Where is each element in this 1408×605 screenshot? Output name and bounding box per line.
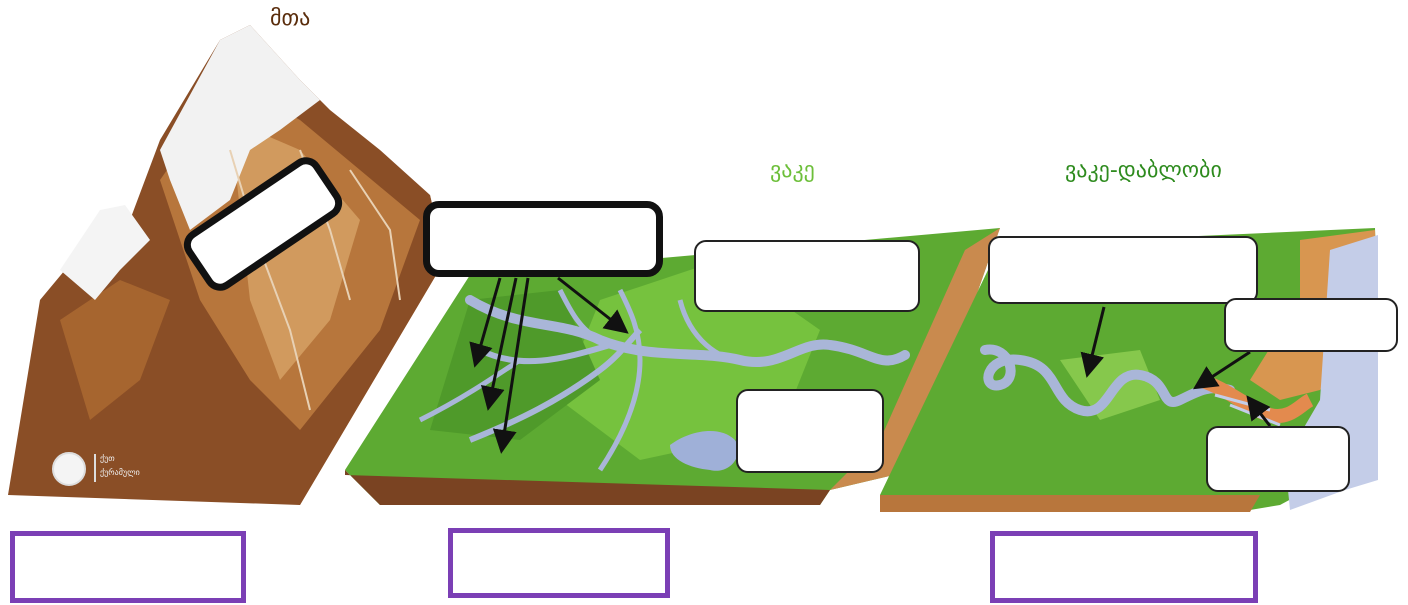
- label-box-lake[interactable]: [736, 389, 884, 473]
- label-box-meander[interactable]: [988, 236, 1258, 304]
- lowland-title: ვაკე-დაბლობი: [1065, 158, 1222, 183]
- logo-divider: [94, 454, 96, 482]
- mountain-title: მთა: [270, 6, 310, 31]
- plain-title: ვაკე: [770, 158, 815, 183]
- logo-text-line2: ქურამული: [100, 468, 140, 477]
- label-box-tributaries[interactable]: [423, 201, 663, 277]
- answer-box-lowland[interactable]: [990, 531, 1258, 603]
- logo-text-line1: ქუთ: [100, 454, 115, 463]
- label-box-plain-river[interactable]: [694, 240, 920, 312]
- logo: ქუთ ქურამული: [52, 450, 172, 486]
- emblem-icon: [52, 452, 86, 486]
- label-box-delta[interactable]: [1206, 426, 1350, 492]
- answer-box-plain[interactable]: [448, 528, 670, 598]
- label-box-river-mouth[interactable]: [1224, 298, 1398, 352]
- answer-box-mountain[interactable]: [10, 531, 246, 603]
